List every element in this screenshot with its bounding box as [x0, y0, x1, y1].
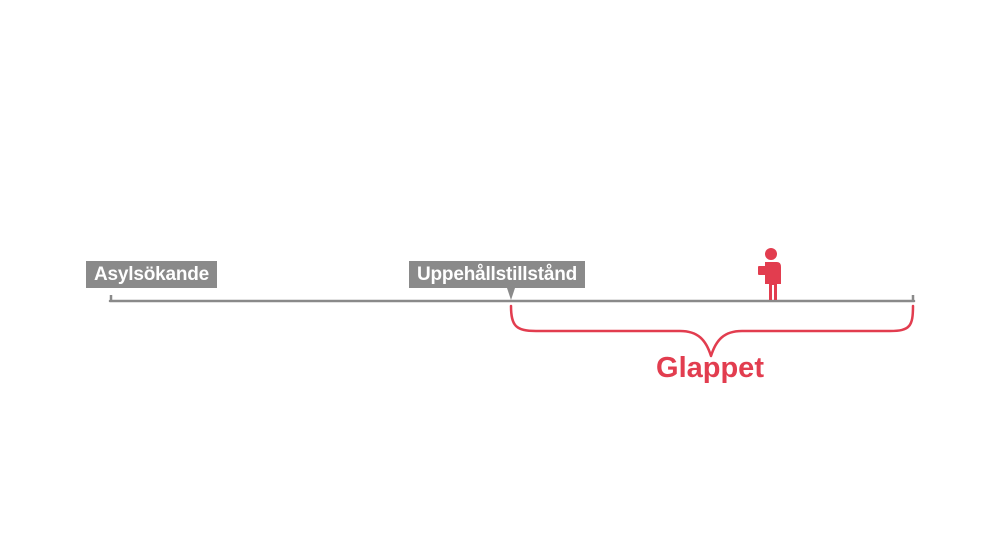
middle-tag-pointer: [507, 288, 515, 300]
residence-permit-label: Uppehållstillstånd: [409, 261, 586, 288]
person-holding-paper-icon: [758, 248, 781, 300]
asylum-seeker-label: Asylsökande: [86, 261, 218, 288]
gap-label: Glappet: [656, 352, 764, 384]
gap-brace: [509, 304, 915, 358]
